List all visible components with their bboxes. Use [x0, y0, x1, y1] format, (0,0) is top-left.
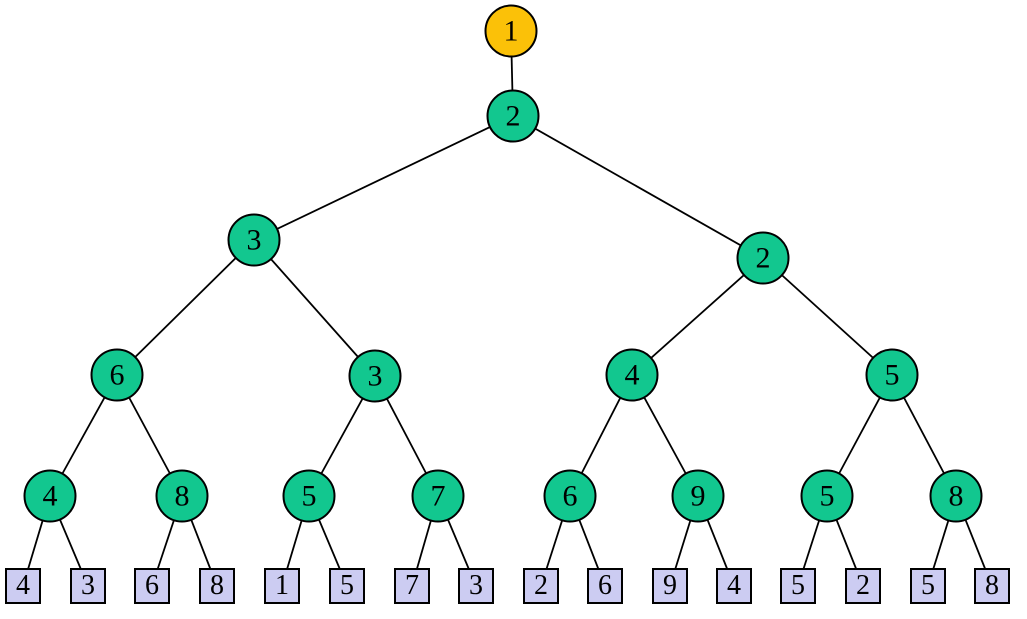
tree-edge-a-b1 — [253, 115, 514, 241]
internal-node-d4: 7 — [411, 469, 465, 523]
internal-node-d6: 9 — [671, 469, 725, 523]
internal-node-d7: 5 — [800, 469, 854, 523]
internal-node-d8: 8 — [929, 469, 983, 523]
internal-node-d1: 4 — [23, 469, 77, 523]
internal-node-d2: 8 — [155, 469, 209, 523]
leaf-node-e1: 4 — [5, 568, 41, 604]
internal-node-b1: 3 — [227, 213, 281, 267]
internal-node-c4: 5 — [865, 348, 919, 402]
tree-edge-b2-c4 — [762, 257, 893, 376]
leaf-node-e10: 6 — [587, 568, 623, 604]
internal-node-c1: 6 — [90, 348, 144, 402]
leaf-node-e9: 2 — [523, 568, 559, 604]
leaf-node-e5: 1 — [264, 568, 300, 604]
leaf-node-e12: 4 — [716, 568, 752, 604]
leaf-node-e13: 5 — [780, 568, 816, 604]
internal-node-b2: 2 — [736, 231, 790, 285]
internal-node-a: 2 — [486, 89, 540, 143]
internal-node-c2: 3 — [348, 349, 402, 403]
leaf-node-e15: 5 — [910, 568, 946, 604]
tree-edge-b1-c2 — [253, 239, 376, 377]
tree-edge-b1-c1 — [116, 239, 255, 376]
leaf-node-e4: 8 — [199, 568, 235, 604]
leaf-node-e6: 5 — [329, 568, 365, 604]
tree-edge-b2-c3 — [631, 257, 764, 376]
tree-edge-a-b2 — [512, 115, 764, 259]
root-node-r: 1 — [484, 4, 538, 58]
leaf-node-e16: 8 — [974, 568, 1010, 604]
leaf-node-e8: 3 — [458, 568, 494, 604]
leaf-node-e3: 6 — [134, 568, 170, 604]
internal-node-d5: 6 — [543, 469, 597, 523]
leaf-node-e14: 2 — [845, 568, 881, 604]
internal-node-d3: 5 — [282, 469, 336, 523]
leaf-node-e2: 3 — [70, 568, 106, 604]
leaf-node-e11: 9 — [652, 568, 688, 604]
leaf-node-e7: 7 — [394, 568, 430, 604]
internal-node-c3: 4 — [605, 348, 659, 402]
